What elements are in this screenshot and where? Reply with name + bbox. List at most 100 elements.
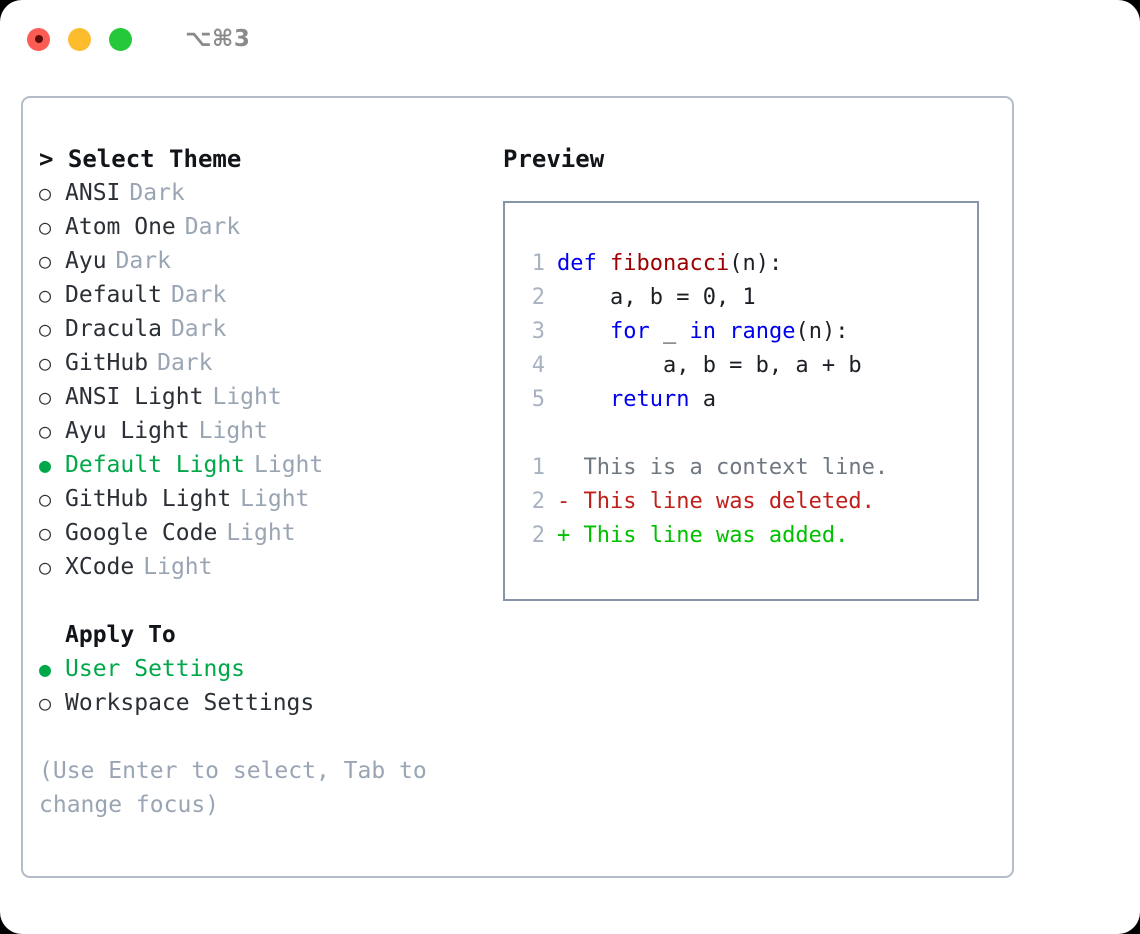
close-window-button[interactable] [27,27,50,51]
apply-to-header: Apply To [65,622,176,648]
code-token-kw: def [557,251,610,276]
diff-line-number: 2 [531,489,545,514]
theme-category-tag: Light [212,384,282,410]
theme-category-tag: Light [240,486,310,512]
theme-name-label: Ayu [65,248,107,274]
theme-category-tag: Dark [170,316,227,342]
theme-category-tag: Dark [129,180,185,206]
code-token-fn: fibonacci [609,251,730,276]
theme-list-item[interactable]: ○ ANSI Dark [39,176,493,210]
code-line-number: 2 [531,285,545,310]
code-token-txt: (n): [729,251,783,276]
theme-name-label: GitHub Light [65,486,232,512]
apply-to-item[interactable]: ● User Settings [39,652,493,686]
keyboard-hint: (Use Enter to select, Tab to change focu… [39,758,441,818]
apply-to-label: User Settings [65,656,246,682]
theme-name-label: Default Light [65,452,246,478]
theme-list-item[interactable]: ○ Dracula Dark [39,312,493,346]
code-line-number: 4 [531,353,545,378]
diff-marker: - [557,489,571,514]
diff-text: This line was deleted. [570,489,875,514]
theme-list-item[interactable]: ○ XCode Light [39,550,493,584]
theme-list-item[interactable]: ○ Ayu Dark [39,244,493,278]
code-token-txt: _ [649,319,690,344]
theme-list-item[interactable]: ● Default Light Light [39,448,493,482]
apply-to-item[interactable]: ○ Workspace Settings [39,686,493,720]
code-token-txt [557,387,610,412]
code-token-txt [557,319,610,344]
radio-unselected-icon[interactable]: ○ [39,283,52,307]
theme-name-label: Google Code [65,520,218,546]
theme-category-tag: Light [254,452,324,478]
code-diff-separator [519,417,977,451]
apply-to-label: Workspace Settings [65,690,315,716]
theme-name-label: Ayu Light [65,418,190,444]
code-line: 3 for _ in range(n): [519,315,977,349]
radio-unselected-icon[interactable]: ○ [39,249,52,273]
theme-category-tag: Dark [170,282,227,308]
radio-unselected-icon[interactable]: ○ [39,691,52,715]
theme-list-item[interactable]: ○ Atom One Dark [39,210,493,244]
diff-line: 2+ This line was added. [519,519,977,553]
title-bar: ⌥⌘3 [0,0,1140,78]
window-title: ⌥⌘3 [185,26,251,52]
theme-category-tag: Dark [184,214,241,240]
maximize-window-button[interactable] [109,27,132,51]
radio-unselected-icon[interactable]: ○ [39,419,52,443]
diff-marker: + [557,523,571,548]
code-line-number: 3 [531,319,545,344]
theme-list-item[interactable]: ○ Google Code Light [39,516,493,550]
radio-unselected-icon[interactable]: ○ [39,385,52,409]
theme-category-tag: Dark [115,248,171,274]
preview-header: Preview [503,145,605,173]
code-line: 1 def fibonacci(n): [519,247,977,281]
code-line-number: 1 [531,251,545,276]
theme-name-label: ANSI [65,180,121,206]
traffic-light-group [27,27,132,51]
code-token-txt: (n): [795,319,849,344]
radio-unselected-icon[interactable]: ○ [39,181,52,205]
radio-unselected-icon[interactable]: ○ [39,215,52,239]
minimize-window-button[interactable] [68,27,91,51]
radio-unselected-icon[interactable]: ○ [39,351,52,375]
code-token-kw: return [609,387,690,412]
theme-name-label: GitHub [65,350,149,376]
theme-category-tag: Light [143,554,213,580]
theme-name-label: XCode [65,554,135,580]
radio-selected-icon[interactable]: ● [39,453,52,477]
theme-category-tag: Dark [157,350,213,376]
select-theme-header: > Select Theme [39,145,242,173]
code-token-txt: a [689,387,716,412]
radio-unselected-icon[interactable]: ○ [39,521,52,545]
code-line: 4 a, b = b, a + b [519,349,977,383]
diff-text: This line was added. [570,523,849,548]
diff-marker [557,455,570,480]
radio-unselected-icon[interactable]: ○ [39,487,52,511]
code-token-txt [716,319,729,344]
list-spacer [39,584,493,618]
theme-list-item[interactable]: ○ GitHub Light Light [39,482,493,516]
theme-name-label: ANSI Light [65,384,204,410]
code-line: 2 a, b = 0, 1 [519,281,977,315]
radio-unselected-icon[interactable]: ○ [39,555,52,579]
radio-selected-icon[interactable]: ● [39,657,52,681]
diff-text: This is a context line. [570,455,889,480]
code-token-txt: a, b = 0, 1 [557,285,756,310]
theme-list-item[interactable]: ○ GitHub Dark [39,346,493,380]
radio-unselected-icon[interactable]: ○ [39,317,52,341]
theme-name-label: Dracula [65,316,162,342]
code-token-kw: range [729,319,796,344]
theme-name-label: Atom One [65,214,176,240]
theme-list-item[interactable]: ○ ANSI Light Light [39,380,493,414]
theme-category-tag: Light [226,520,296,546]
apply-to-list: ● User Settings ○ Workspace Settings [39,652,493,720]
code-line-number: 5 [531,387,545,412]
